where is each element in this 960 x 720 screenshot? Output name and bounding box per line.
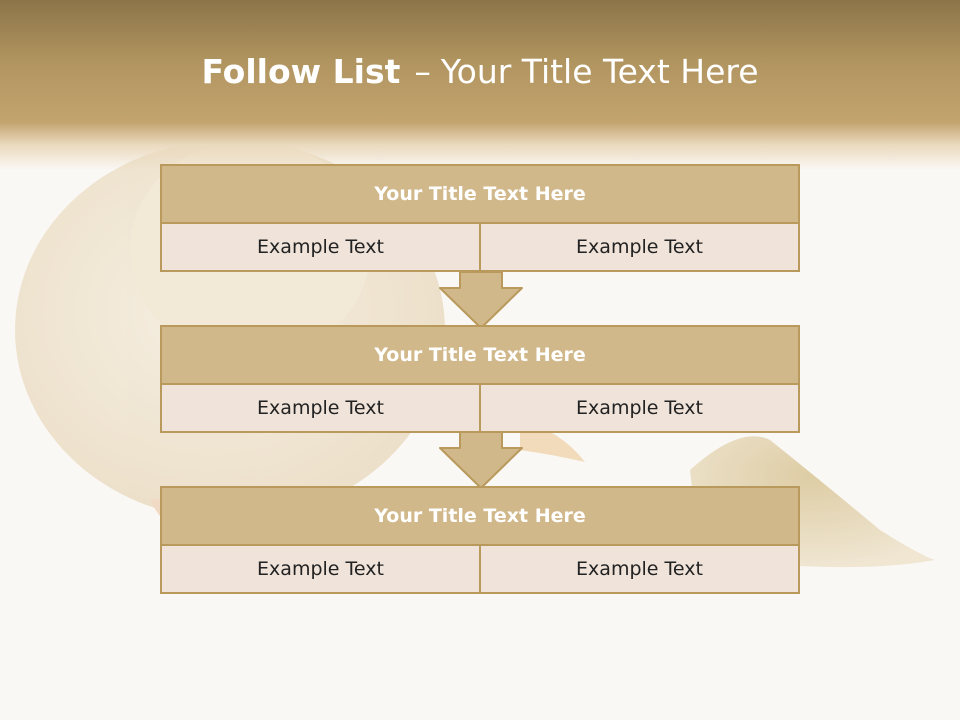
step-block-cell-right: Example Text	[481, 546, 798, 592]
step-block-title: Your Title Text Here	[162, 488, 798, 544]
step-block-title: Your Title Text Here	[162, 166, 798, 222]
step-block-cell-right: Example Text	[481, 385, 798, 431]
step-block-row: Example Text Example Text	[162, 385, 798, 431]
step-block-cell-left: Example Text	[162, 546, 479, 592]
step-block-3: Your Title Text Here Example Text Exampl…	[160, 486, 800, 594]
header-band	[0, 0, 960, 170]
slide-title-separator: –	[414, 52, 431, 91]
step-block-row: Example Text Example Text	[162, 224, 798, 270]
step-block-2: Your Title Text Here Example Text Exampl…	[160, 325, 800, 433]
slide-title-rest: Your Title Text Here	[440, 52, 759, 91]
step-block-cell-left: Example Text	[162, 224, 479, 270]
step-block-title: Your Title Text Here	[162, 327, 798, 383]
down-arrow-icon	[439, 272, 523, 329]
step-block-row: Example Text Example Text	[162, 546, 798, 592]
step-block-1: Your Title Text Here Example Text Exampl…	[160, 164, 800, 272]
down-arrow-icon	[439, 432, 523, 489]
slide-title: Follow List–Your Title Text Here	[0, 52, 960, 91]
slide-title-strong: Follow List	[201, 52, 401, 91]
step-block-cell-right: Example Text	[481, 224, 798, 270]
step-block-cell-left: Example Text	[162, 385, 479, 431]
